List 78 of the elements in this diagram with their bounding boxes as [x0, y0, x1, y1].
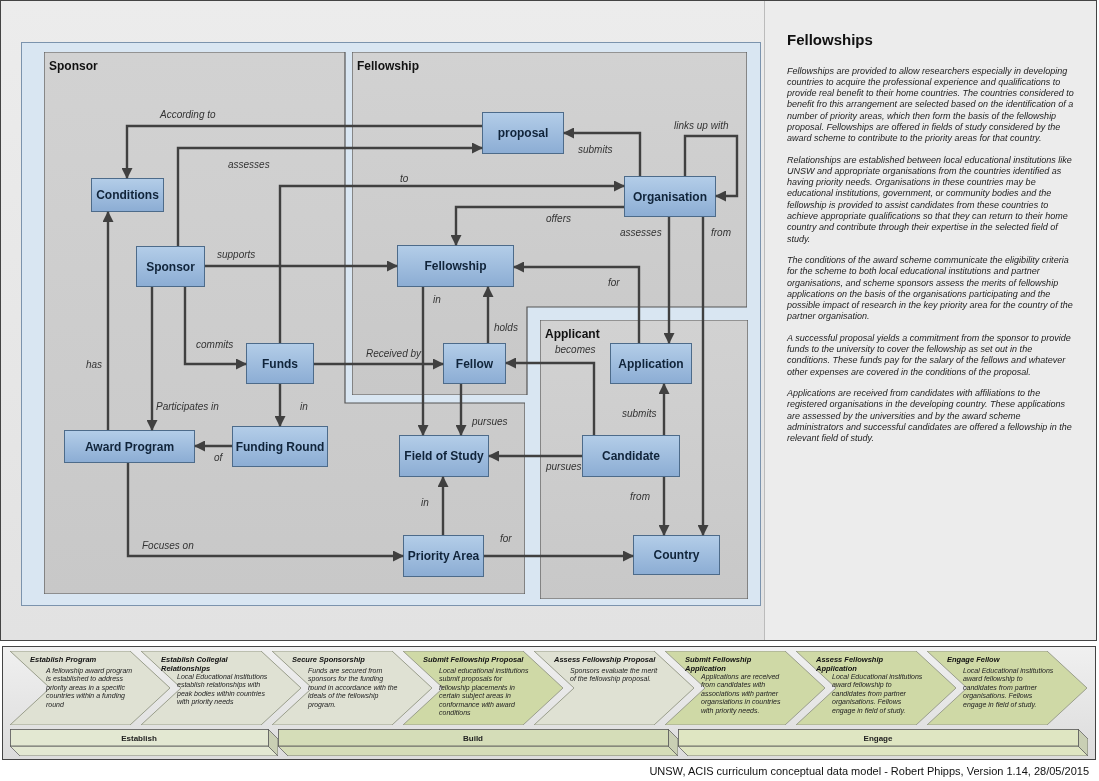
entity-box: Fellowship	[397, 245, 514, 287]
edge-label: submits	[622, 407, 657, 421]
edge-label: According to	[160, 108, 216, 122]
arrow	[437, 476, 449, 535]
entity-box: Priority Area	[403, 535, 484, 577]
entity-box: Application	[610, 343, 692, 384]
edge-label: becomes	[555, 343, 596, 357]
edge-label: has	[86, 358, 103, 372]
edge-label: commits	[196, 338, 234, 352]
entity-box: Funds	[246, 343, 314, 384]
entity-box: Candidate	[582, 435, 680, 477]
arrow	[417, 287, 429, 436]
arrow	[146, 287, 158, 431]
edge-label: Received by	[366, 347, 422, 361]
arrow	[658, 477, 670, 536]
arrow	[176, 142, 483, 246]
edge-label: assesses	[228, 158, 270, 172]
arrow	[194, 440, 232, 452]
edge-label: offers	[546, 212, 571, 226]
arrow	[183, 287, 247, 370]
edge-label: Focuses on	[142, 539, 194, 553]
arrow	[455, 384, 467, 436]
process-step	[927, 651, 1087, 725]
edge-label: Participates in	[156, 400, 219, 414]
edge-label: submits	[578, 143, 613, 157]
arrow	[513, 261, 641, 343]
entity-box: Fellow	[443, 343, 506, 384]
edge-label: in	[300, 400, 308, 414]
edge-label: links up with	[674, 119, 729, 133]
entity-box: Sponsor	[136, 246, 205, 287]
group-title: Applicant	[545, 326, 600, 343]
arrow	[663, 217, 675, 344]
paragraph: A successful proposal yields a commitment from the sponsor to provide funds to the university to cover the fellowship as set out in the conditions. These funds pay for the salary of the fellows and whatever other expenses are covered in the conditions of the proposal.	[787, 332, 1072, 378]
entity-box: Field of Study	[399, 435, 489, 477]
edge-label: from	[711, 226, 731, 240]
edge-label: from	[630, 490, 650, 504]
edge-label: pursues	[472, 415, 508, 429]
arrow	[484, 550, 634, 562]
edge-label: holds	[494, 321, 518, 335]
arrow	[126, 463, 404, 562]
edge-label: for	[608, 276, 620, 290]
arrow	[658, 383, 670, 435]
edge-label: to	[400, 172, 409, 186]
arrow	[683, 134, 739, 202]
edge-label: assesses	[620, 226, 662, 240]
arrow	[488, 450, 582, 462]
paragraph: The conditions of the award scheme communicate the eligibility criteria for the scheme to both local educational institutions and partner organisations, and scheme sponsors assess the merits of fellowship applications on the basis of the organisations participating and the possible impact of research in the key priority area for the country of the partner organisation.	[787, 254, 1074, 323]
arrow	[450, 205, 624, 246]
edge-label: in	[421, 496, 429, 510]
arrow	[505, 357, 596, 435]
edge-label: pursues	[546, 460, 582, 474]
group-title: Fellowship	[357, 58, 419, 75]
arrow	[274, 384, 286, 427]
entity-box: Funding Round	[232, 426, 328, 467]
edge-label: supports	[217, 248, 256, 262]
edge-label: in	[433, 293, 441, 307]
arrow	[697, 217, 709, 536]
edge-label: for	[500, 532, 512, 546]
entity-box: proposal	[482, 112, 564, 154]
arrow	[205, 260, 398, 272]
panel-title: Fellowships	[787, 30, 874, 50]
arrow	[278, 180, 625, 343]
arrow	[563, 127, 642, 176]
entity-box: Country	[633, 535, 720, 575]
group-title: Sponsor	[49, 58, 98, 75]
paragraph: Fellowships are provided to allow researchers especially in developing countries to acquire the professional experience and qualifications to provide real benefit to their home countries. The countries considered to benefit fro this arrangement are selected based on the identification of a number of priority areas, which then form the basis of the fellowship proposal. Fellowships are offered in fields of study considered by the award scheme to contribute to the priority areas for that country.	[787, 65, 1074, 145]
arrow	[121, 124, 482, 179]
entity-box: Organisation	[624, 176, 716, 217]
caption: UNSW, ACIS curriculum conceptual data model - Robert Phipps, Version 1.14, 28/05/2015	[649, 764, 1089, 779]
paragraph: Relationships are established between local educational institutions like UNSW and appropriate organisations from the countries identified as having priority needs. Organisations in these countries may be educational institutions, government, or community bodies and the fellowship is provided to assist candidates from these countries to achieve appropriate qualifications so that they can return to their home country and contribute through their expertise in the selected field of study.	[787, 154, 1073, 245]
arrow	[314, 358, 444, 370]
entity-box: Award Program	[64, 430, 195, 463]
arrow	[482, 286, 494, 343]
edge-label: of	[214, 451, 223, 465]
entity-box: Conditions	[91, 178, 164, 212]
group-container	[540, 320, 748, 599]
arrow	[102, 211, 114, 430]
paragraph: Applications are received from candidates with affiliations to the registered organisations in the developing country. These applications are assessed by the universities and by the award scheme administrators and successful candidates are offered a fellowship in the relevant field of study.	[787, 387, 1073, 445]
